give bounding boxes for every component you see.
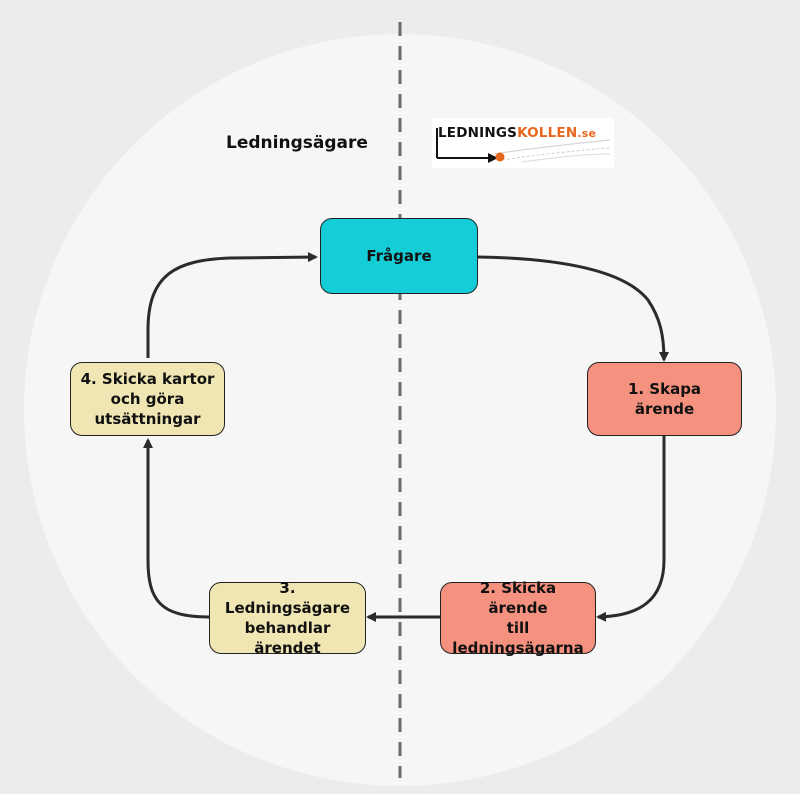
arrow-step1-to-step2 <box>596 436 666 622</box>
arrow-step3-to-step4 <box>143 438 210 619</box>
arrow-fragare-to-step1 <box>477 255 669 362</box>
logo-text-part2: KOLLEN <box>517 125 578 141</box>
logo-wordmark: LEDNINGSKOLLEN.se <box>438 125 596 141</box>
owner-side-label: Ledningsägare <box>226 133 368 153</box>
ledningskollen-logo: LEDNINGSKOLLEN.se <box>432 118 614 168</box>
logo-text-part3: .se <box>577 127 597 140</box>
node-step1-create-case: 1. Skapa ärende <box>587 362 742 436</box>
node-step2-send-case: 2. Skicka ärende till ledningsägarna <box>440 579 596 657</box>
logo-text-part1: LEDNINGS <box>438 125 518 141</box>
arrow-step4-to-fragare <box>146 252 318 358</box>
node-step3-owner-handles: 3. Ledningsägare behandlar ärendet <box>209 579 366 657</box>
node-step4-send-maps: 4. Skicka kartor och göra utsättningar <box>70 362 225 436</box>
logo-graphic <box>436 128 611 163</box>
node-fragare: Frågare <box>320 218 478 294</box>
